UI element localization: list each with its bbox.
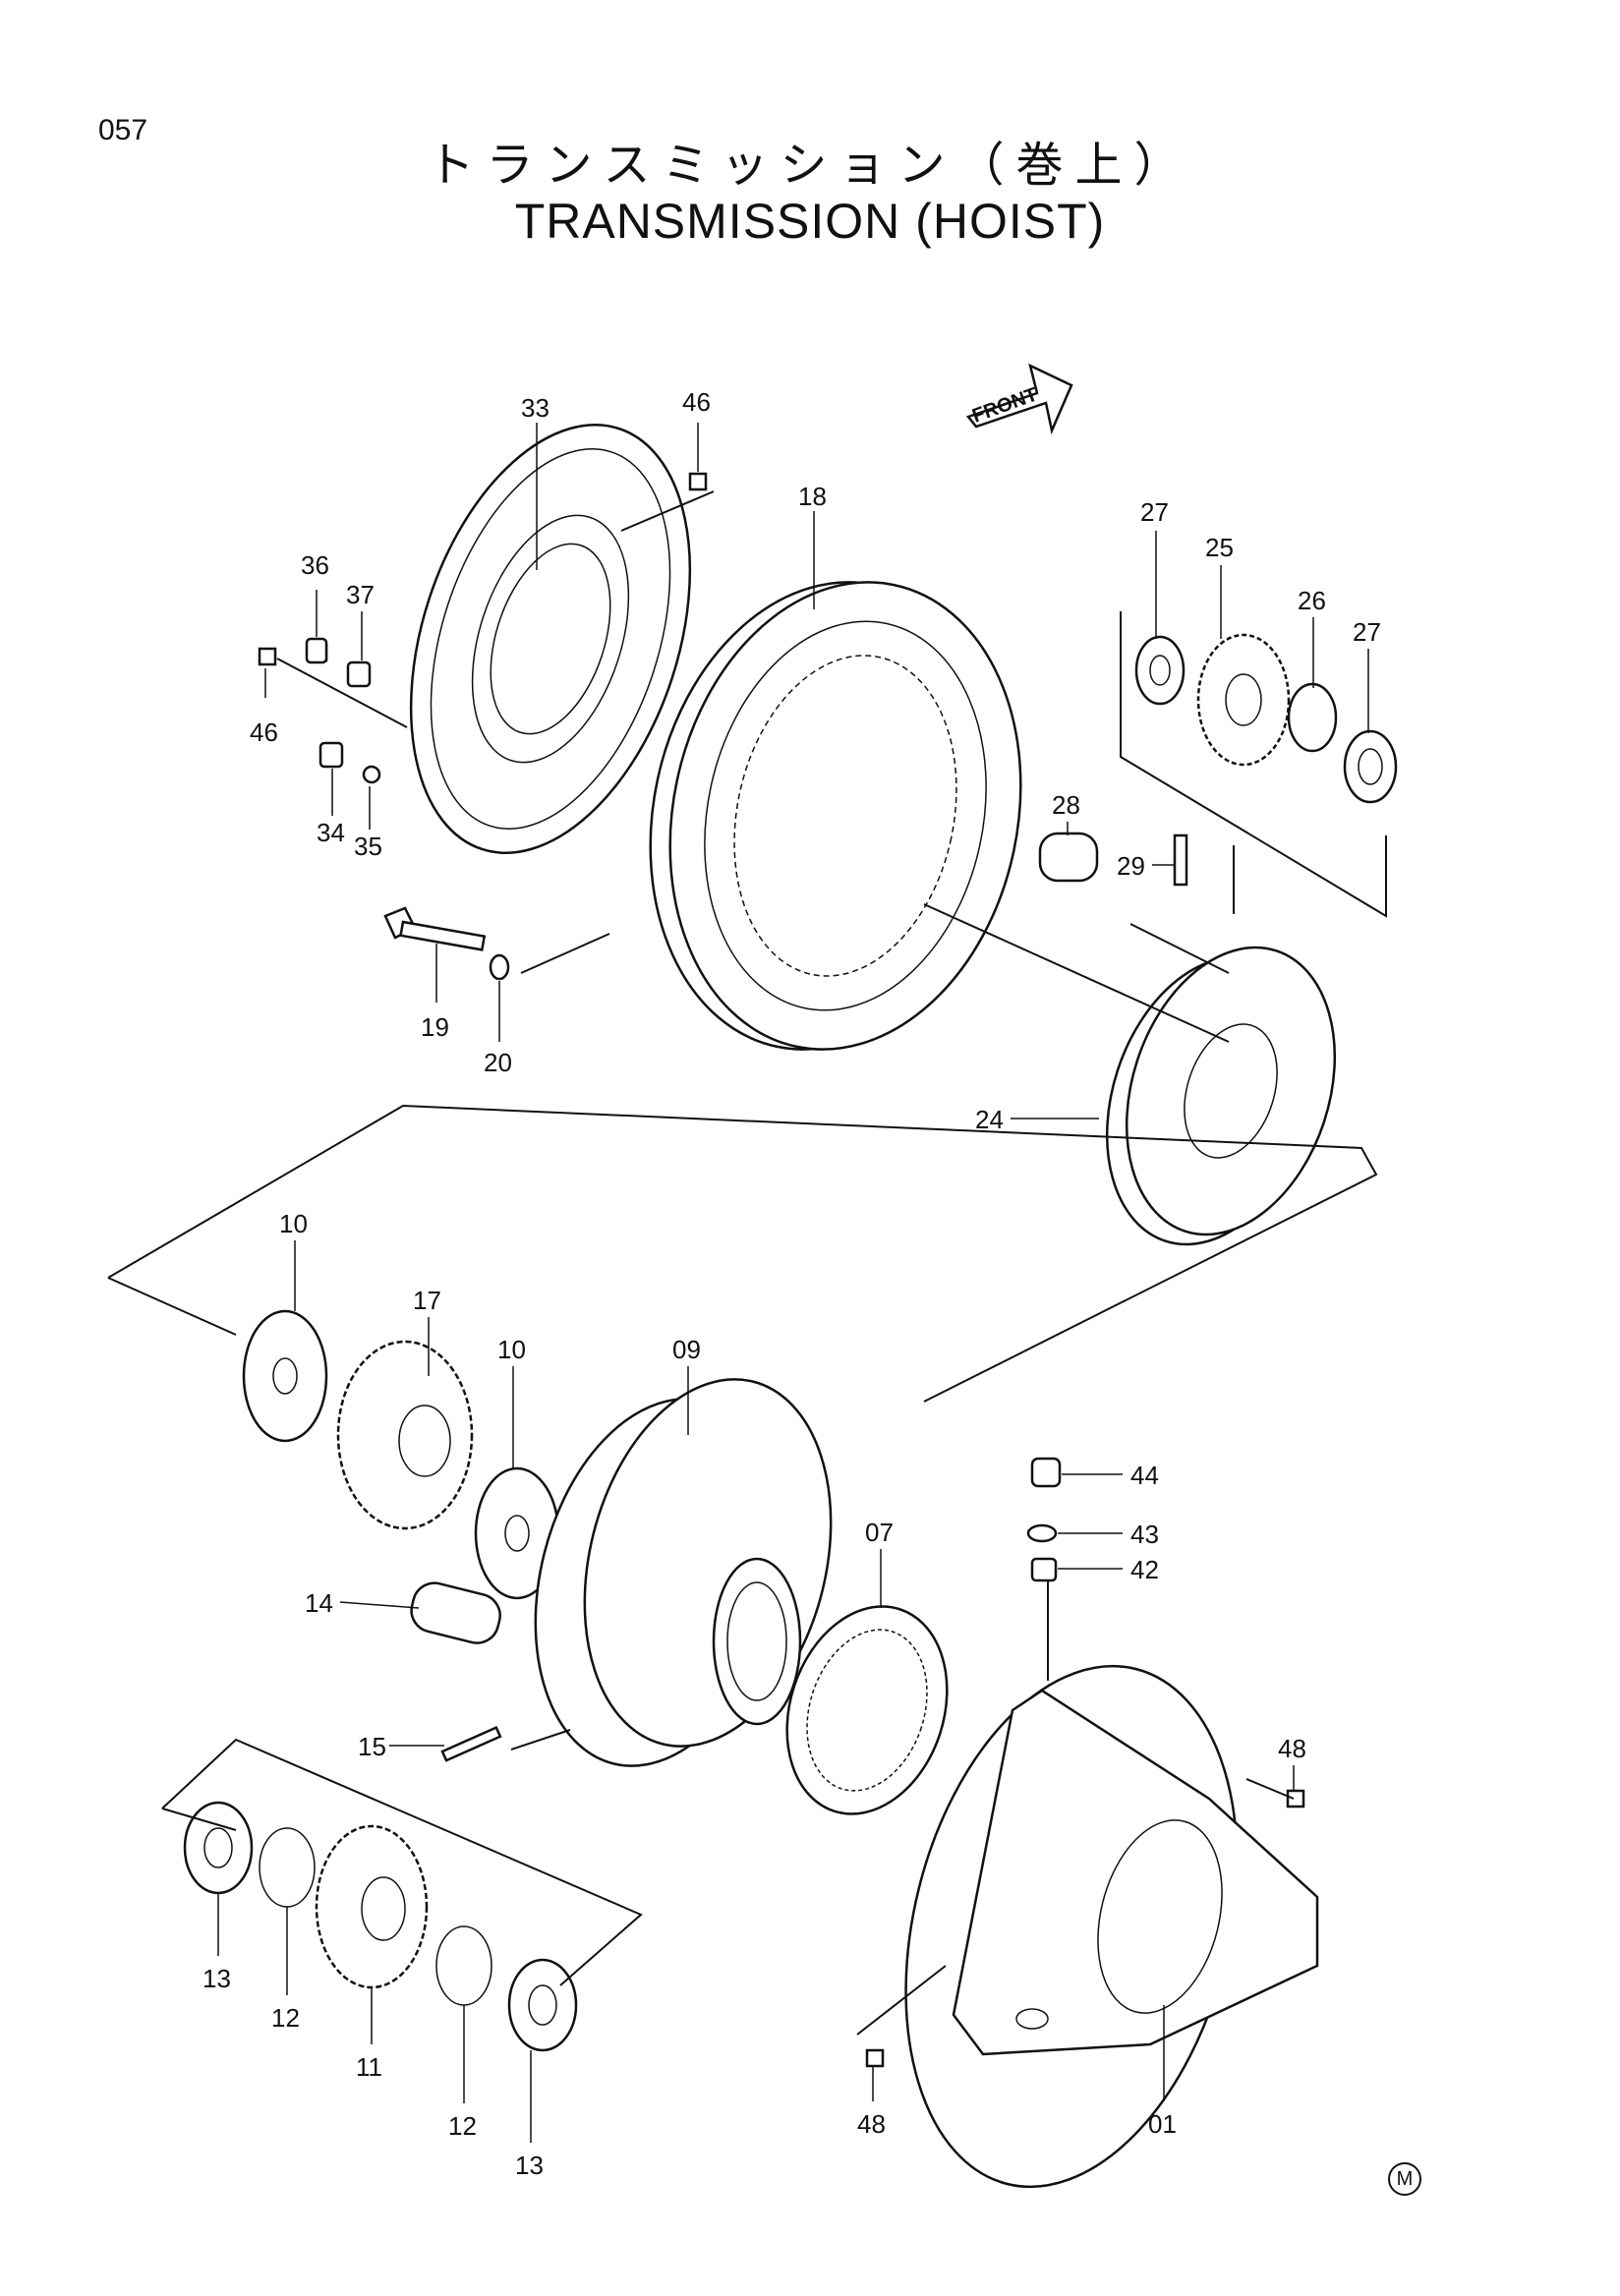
callout-15: 15 xyxy=(358,1732,386,1761)
front-arrow-icon: FRONT xyxy=(965,363,1073,435)
callout-17: 17 xyxy=(413,1286,441,1315)
small-fasteners xyxy=(258,472,708,784)
bolt-and-washer xyxy=(383,906,510,981)
callout-27-right: 27 xyxy=(1353,617,1381,647)
callout-42: 42 xyxy=(1130,1555,1159,1584)
lower-planet-gear-set xyxy=(242,1309,560,1600)
callout-13-left: 13 xyxy=(202,1964,231,1993)
carrier-pin-and-rod xyxy=(410,1581,502,1762)
grouping-lines xyxy=(107,490,1387,2036)
callout-07: 07 xyxy=(865,1518,894,1547)
page-title-japanese: トランスミッション（巻上） xyxy=(427,138,1193,193)
upper-planet-gear-set xyxy=(1134,633,1398,804)
callout-27-left: 27 xyxy=(1140,497,1169,527)
ring-gear xyxy=(649,581,1022,1051)
leader-lines xyxy=(217,423,1369,2143)
callout-37: 37 xyxy=(346,580,375,609)
cover-plate xyxy=(409,424,692,854)
corner-mark: M xyxy=(1388,2162,1421,2196)
callout-34: 34 xyxy=(317,818,345,847)
callout-46-top: 46 xyxy=(682,387,711,417)
callout-44: 44 xyxy=(1130,1461,1159,1490)
page-number: 057 xyxy=(98,114,148,146)
callout-10-right: 10 xyxy=(497,1335,526,1364)
callout-46-left: 46 xyxy=(250,718,278,747)
callout-12-left: 12 xyxy=(271,2003,300,2033)
callout-10-left: 10 xyxy=(279,1209,308,1238)
callout-18: 18 xyxy=(798,482,827,511)
svg-text:FRONT: FRONT xyxy=(969,383,1040,427)
callout-labels: 33 46 18 36 37 46 34 35 19 20 27 25 26 2… xyxy=(202,387,1381,2180)
callout-48-right: 48 xyxy=(1278,1734,1306,1763)
callout-35: 35 xyxy=(354,832,382,861)
callout-11: 11 xyxy=(356,2052,382,2082)
callout-20: 20 xyxy=(484,1048,512,1077)
upper-carrier xyxy=(1105,946,1337,1246)
callout-24: 24 xyxy=(975,1105,1004,1134)
callout-28: 28 xyxy=(1052,790,1080,820)
lower-carrier xyxy=(534,1378,833,1767)
callout-12-right: 12 xyxy=(448,2111,477,2141)
plug-fasteners xyxy=(865,1457,1305,2068)
main-bearing xyxy=(785,1605,949,1815)
callout-43: 43 xyxy=(1130,1520,1159,1549)
callout-36: 36 xyxy=(301,550,329,580)
callout-13-right: 13 xyxy=(515,2151,544,2180)
callout-19: 19 xyxy=(421,1012,449,1042)
callout-09: 09 xyxy=(672,1335,701,1364)
housing xyxy=(904,1664,1319,2189)
callout-26: 26 xyxy=(1298,586,1326,615)
callout-14: 14 xyxy=(305,1588,333,1618)
callout-33: 33 xyxy=(521,393,550,423)
callout-29: 29 xyxy=(1117,851,1145,881)
page-title-english: TRANSMISSION (HOIST) xyxy=(514,194,1106,249)
pin-and-rod xyxy=(1038,832,1188,887)
callout-01: 01 xyxy=(1148,2109,1177,2139)
callout-25: 25 xyxy=(1205,533,1234,562)
lower-bearing-gear-set xyxy=(183,1801,578,2052)
callout-48-bottom: 48 xyxy=(857,2109,886,2139)
